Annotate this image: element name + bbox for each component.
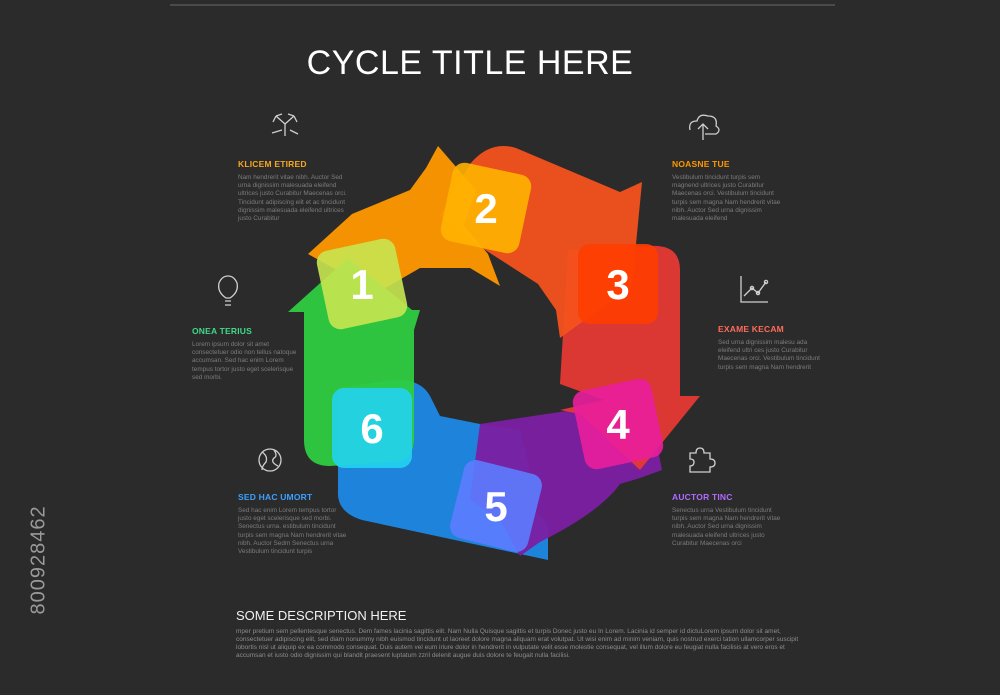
side-id-text: 800928462 xyxy=(27,505,50,615)
step-6-text: Lorem ipsum dolor sit amet consectetuer … xyxy=(192,341,297,381)
arrows-split-icon xyxy=(271,113,299,136)
step-6-block: ONEA TERIUS Lorem ipsum dolor sit amet c… xyxy=(192,326,304,382)
step-2-tile: 2 xyxy=(440,162,532,254)
step-1-block: KLICEM ETIRED Nam hendrerit vitae nibh. … xyxy=(238,159,350,223)
line-chart-icon xyxy=(740,276,769,303)
step-5-heading: SED HAC UMORT xyxy=(238,492,313,502)
step-6-tile: 6 xyxy=(332,388,412,468)
step-2-block: NOASNE TUE Vestibulum tincidunt turpis s… xyxy=(672,159,784,223)
step-4-tile: 4 xyxy=(572,378,664,470)
step-2-heading: NOASNE TUE xyxy=(672,159,730,169)
lightbulb-icon xyxy=(218,275,238,306)
step-3-text: Sed urna dignissim malesu ada eleifend u… xyxy=(718,339,820,371)
step-3-heading: EXAME KECAM xyxy=(718,324,784,334)
step-6-number: 6 xyxy=(360,405,383,452)
step-1-text: Nam hendrerit vitae nibh. Auctor Sed urn… xyxy=(238,174,347,223)
description-text: mper pretium sem pellentesque senectus. … xyxy=(236,628,799,659)
top-divider xyxy=(170,4,835,6)
step-2-number: 2 xyxy=(474,185,497,232)
globe-icon xyxy=(258,448,282,472)
step-2-text: Vestibulum tincidunt turpis sem magnend … xyxy=(672,174,781,223)
step-5-number: 5 xyxy=(484,483,507,530)
step-3-tile: 3 xyxy=(578,244,658,324)
step-5-tile: 5 xyxy=(450,460,542,552)
description-title: SOME DESCRIPTION HERE xyxy=(236,608,407,623)
step-6-heading: ONEA TERIUS xyxy=(192,326,252,336)
cloud-upload-icon xyxy=(689,114,720,140)
page-title: CYCLE TITLE HERE xyxy=(306,44,634,82)
step-3-number: 3 xyxy=(606,261,629,308)
puzzle-icon xyxy=(689,447,716,473)
step-1-tile: 1 xyxy=(316,238,408,330)
step-4-text: Senectus urna Vestibulum tincidunt turpi… xyxy=(672,507,781,547)
step-3-block: EXAME KECAM Sed urna dignissim malesu ad… xyxy=(718,324,830,372)
step-4-number: 4 xyxy=(606,401,630,448)
step-1-heading: KLICEM ETIRED xyxy=(238,159,307,169)
step-5-text: Sed hac enim Lorem tempus tortor justo e… xyxy=(238,507,347,556)
step-4-heading: AUCTOR TINC xyxy=(672,492,733,502)
step-5-block: SED HAC UMORT Sed hac enim Lorem tempus … xyxy=(238,492,350,556)
step-4-block: AUCTOR TINC Senectus urna Vestibulum tin… xyxy=(672,492,784,548)
step-1-number: 1 xyxy=(350,261,373,308)
